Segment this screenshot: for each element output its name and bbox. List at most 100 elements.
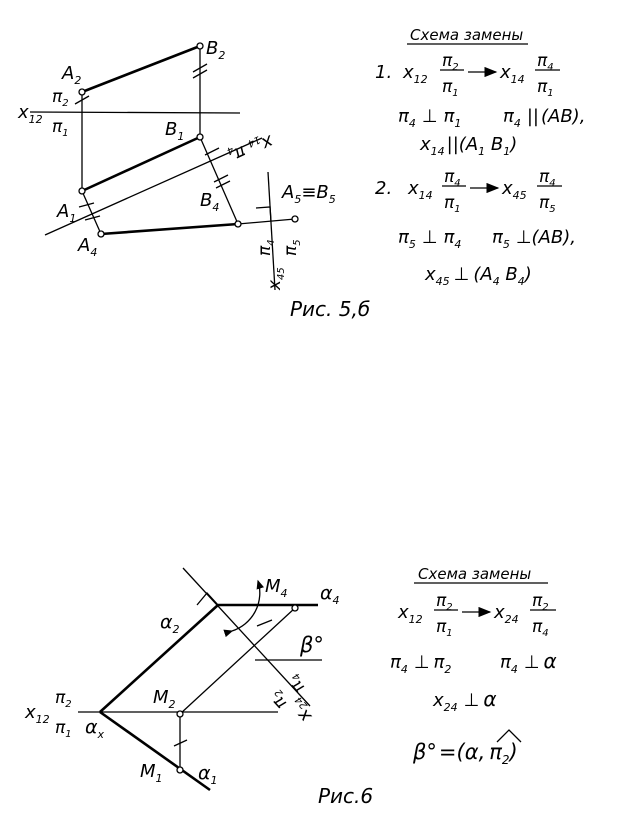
axis-x45-label: x45 π4 π5 bbox=[255, 239, 303, 291]
svg-text:1.: 1. bbox=[375, 62, 392, 83]
angle-hat bbox=[496, 729, 522, 743]
tick-mark bbox=[256, 619, 273, 627]
link-a1-a4 bbox=[81, 190, 102, 235]
svg-text:π2: π2 bbox=[442, 51, 459, 73]
svg-text:x14: x14 bbox=[246, 128, 278, 159]
svg-text:π4⊥α: π4⊥α bbox=[500, 649, 557, 676]
label-m1: M1 bbox=[140, 761, 163, 785]
axis-x45-line bbox=[267, 171, 276, 291]
svg-text:π4⊥π2: π4⊥π2 bbox=[390, 652, 451, 676]
right-angle-mark bbox=[255, 206, 272, 222]
tick-mark bbox=[204, 147, 220, 156]
point-b2 bbox=[196, 42, 204, 50]
tick-mark bbox=[74, 95, 90, 105]
segment-a1b1 bbox=[81, 135, 201, 193]
label-a1: A1 bbox=[56, 201, 76, 225]
point-a1 bbox=[78, 187, 86, 195]
axis-x24-line bbox=[182, 567, 311, 707]
svg-text:2.: 2. bbox=[375, 178, 392, 199]
svg-text:x12: x12 bbox=[17, 102, 43, 126]
axis-x14-line bbox=[44, 137, 263, 236]
point-b4 bbox=[234, 220, 242, 228]
right-angle-mark bbox=[196, 592, 219, 606]
svg-text:x45: x45 bbox=[501, 178, 527, 202]
svg-text:π4⊥π1: π4⊥π1 bbox=[398, 106, 461, 130]
trace-alpha1 bbox=[99, 710, 211, 792]
svg-text:x14: x14 bbox=[407, 178, 433, 202]
point-m4 bbox=[291, 604, 299, 612]
svg-text:π4: π4 bbox=[444, 167, 461, 189]
svg-text:π4: π4 bbox=[225, 139, 249, 166]
angle-beta-arc bbox=[223, 579, 265, 638]
svg-text:x14||(A1 B1): x14||(A1 B1) bbox=[419, 134, 517, 158]
segment-a4b4 bbox=[100, 222, 239, 236]
svg-text:π4: π4 bbox=[255, 239, 277, 256]
point-b1 bbox=[196, 133, 204, 141]
label-b4: B4 bbox=[200, 190, 219, 214]
link-b4-a5 bbox=[237, 218, 296, 225]
label-a5-b5: A5≡B5 bbox=[281, 182, 336, 206]
svg-text:x24: x24 bbox=[493, 602, 519, 626]
figure-5b: A2 B2 B1 A1 A4 B4 A5≡B5 x12 π2 π1 x14 π4… bbox=[17, 26, 585, 321]
segment-a2b2 bbox=[81, 44, 201, 94]
scheme-title: Схема замены bbox=[418, 565, 531, 583]
label-a2: A2 bbox=[61, 63, 81, 87]
svg-text:x45: x45 bbox=[265, 267, 287, 291]
axis-x24-label: x24 π2 π4 bbox=[269, 670, 317, 727]
svg-text:π1: π1 bbox=[442, 77, 459, 99]
svg-text:π5: π5 bbox=[281, 239, 303, 256]
link-b1-b4 bbox=[199, 136, 239, 225]
svg-text:π1: π1 bbox=[436, 617, 453, 639]
svg-text:π4: π4 bbox=[539, 167, 556, 189]
scheme-title: Схема замены bbox=[410, 26, 523, 44]
tick-mark bbox=[192, 69, 208, 79]
tick-mark bbox=[192, 63, 208, 73]
label-m2: M2 bbox=[153, 687, 176, 711]
caption-6: Рис.6 bbox=[318, 784, 373, 808]
svg-text:x14: x14 bbox=[499, 62, 525, 86]
link-m2-m4 bbox=[179, 607, 296, 715]
label-a4: A4 bbox=[77, 235, 97, 259]
svg-text:x12: x12 bbox=[24, 702, 50, 726]
svg-text:π5⊥π4: π5⊥π4 bbox=[398, 227, 461, 251]
axis-x12-label: x12 π2 π1 αx bbox=[24, 688, 105, 741]
point-a2 bbox=[78, 88, 86, 96]
tick-mark bbox=[78, 202, 95, 208]
svg-text:π5⊥(AB),: π5⊥(AB), bbox=[492, 227, 576, 251]
tick-mark bbox=[173, 739, 188, 747]
svg-text:x45⊥(A4 B4): x45⊥(A4 B4) bbox=[424, 264, 532, 288]
caption-5b: Рис. 5,б bbox=[290, 297, 370, 321]
svg-text:x24⊥α: x24⊥α bbox=[432, 687, 497, 714]
svg-text:π4: π4 bbox=[537, 51, 554, 73]
label-beta: β° bbox=[299, 633, 324, 657]
svg-text:π2: π2 bbox=[55, 688, 72, 710]
svg-text:x12: x12 bbox=[397, 602, 423, 626]
axis-x14-label: x14 π4 bbox=[225, 128, 278, 166]
point-a4 bbox=[97, 230, 105, 238]
point-m1 bbox=[176, 766, 184, 774]
svg-text:π2: π2 bbox=[52, 87, 69, 109]
label-b2: B2 bbox=[206, 38, 225, 62]
svg-text:π1: π1 bbox=[537, 77, 554, 99]
label-alpha1: α1 bbox=[198, 762, 218, 787]
tick-mark bbox=[213, 174, 229, 183]
tick-mark bbox=[84, 215, 101, 221]
svg-text:x12: x12 bbox=[402, 62, 428, 86]
trace-alpha2 bbox=[99, 604, 219, 713]
svg-text:β°=(α,π2): β°=(α,π2) bbox=[412, 740, 518, 767]
svg-text:π1: π1 bbox=[55, 718, 72, 740]
svg-text:π1: π1 bbox=[444, 193, 461, 215]
label-alpha-x: αx bbox=[85, 716, 105, 741]
label-b1: B1 bbox=[165, 119, 184, 143]
svg-text:π4||(AB),: π4||(AB), bbox=[503, 106, 585, 130]
label-alpha2: α2 bbox=[160, 611, 180, 636]
tick-mark bbox=[215, 180, 231, 189]
svg-text:π4: π4 bbox=[532, 617, 549, 639]
point-a5 bbox=[291, 215, 299, 223]
label-m4: M4 bbox=[265, 576, 288, 600]
svg-text:π4: π4 bbox=[283, 670, 310, 697]
scheme-6: Схема замены x12 π2 π1 x24 π2 π4 π4⊥π2 π… bbox=[390, 565, 557, 767]
figure-6: M4 α4 α2 β° M2 M1 α1 x12 π2 π1 αx x24 π2… bbox=[24, 565, 557, 808]
label-alpha4: α4 bbox=[320, 582, 340, 607]
